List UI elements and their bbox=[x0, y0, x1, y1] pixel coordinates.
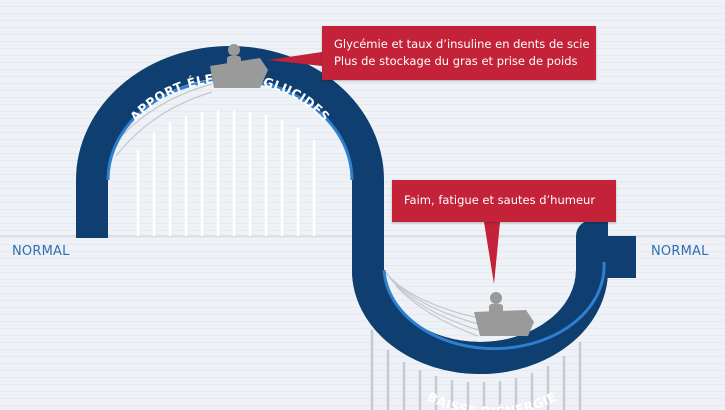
roller-coaster-cart-icon bbox=[474, 292, 534, 336]
track-left-end bbox=[76, 236, 108, 238]
callout-high-line2: Plus de stockage du gras et prise de poi… bbox=[334, 54, 578, 68]
normal-label-left: NORMAL bbox=[12, 244, 70, 259]
callout-low-energy-effects: Faim, fatigue et sautes d’humeur bbox=[392, 180, 616, 222]
passenger-icon bbox=[228, 44, 240, 56]
roller-coaster-cart-icon bbox=[210, 44, 268, 88]
top-loop-supports bbox=[136, 110, 316, 236]
bottom-loop-supports bbox=[370, 330, 582, 410]
callout-high-carb-effects: Glycémie et taux d’insuline en dents de … bbox=[322, 26, 596, 80]
callout-high-line1: Glycémie et taux d’insuline en dents de … bbox=[334, 37, 590, 51]
callout-low-pointer bbox=[484, 222, 500, 284]
callout-high-pointer bbox=[268, 52, 322, 66]
passenger-icon bbox=[490, 292, 502, 304]
normal-label-right: NORMAL bbox=[651, 244, 709, 259]
bottom-track-highlight bbox=[382, 261, 606, 351]
callout-low-line1: Faim, fatigue et sautes d’humeur bbox=[404, 193, 596, 207]
